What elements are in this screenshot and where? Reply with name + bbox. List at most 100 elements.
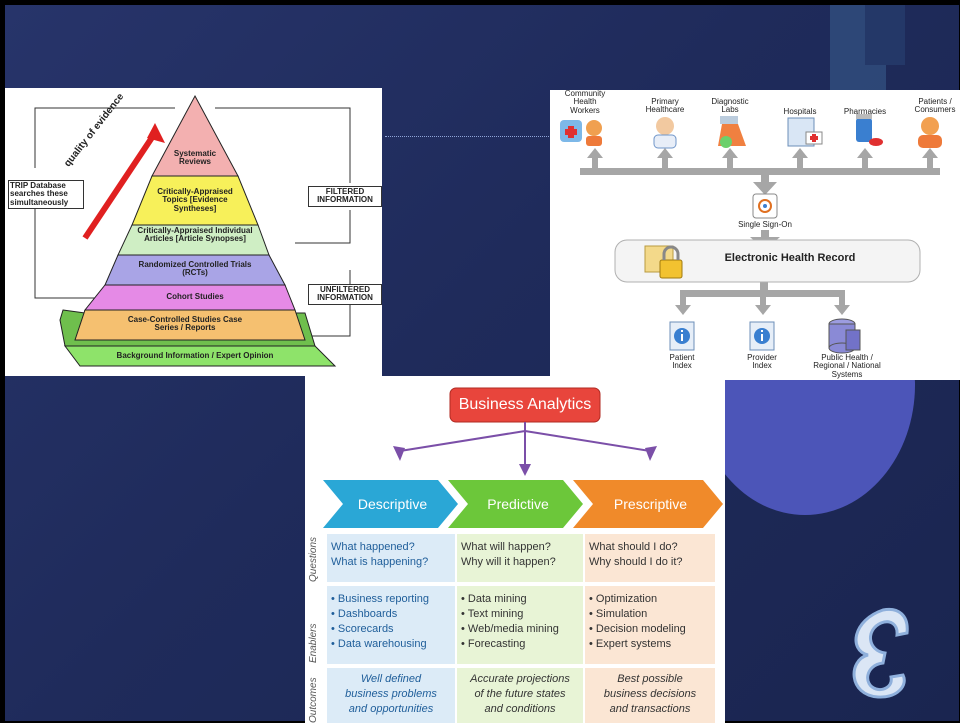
- index-label-provider: Provider Index: [747, 353, 777, 371]
- prescriptive-chevron: [573, 480, 723, 528]
- branch-line-prescriptive: [524, 430, 651, 452]
- branch-line-descriptive: [399, 422, 526, 452]
- bracket-right-mid: [295, 210, 351, 244]
- actor-label-primary: Primary Healthcare: [645, 97, 685, 115]
- level-label-6: Case-Controlled Studies Case Series / Re…: [127, 315, 243, 333]
- type-predictive: Predictive: [487, 496, 549, 512]
- questions-descriptive: What happened? What is happening?: [331, 540, 455, 570]
- enabler-item: Simulation: [595, 607, 648, 620]
- index-label-patient: Patient Index: [669, 353, 695, 371]
- bracket-left-bottom: [34, 193, 105, 299]
- ehr-title: Electronic Health Record: [724, 252, 856, 264]
- enabler-item: Forecasting: [467, 637, 526, 650]
- trip-database-note: TRIP Database searches these simultaneou…: [8, 180, 84, 210]
- outcome-text: Best possible: [617, 673, 683, 685]
- ehr-box: [614, 239, 921, 283]
- type-prescriptive: Prescriptive: [613, 496, 688, 512]
- actor-up-arrows: [587, 148, 938, 168]
- index-label-public-health: Public Health / Regional / National Syst…: [813, 353, 881, 379]
- outcome-text: business decisions: [603, 687, 697, 700]
- primary-healthcare-icon: [653, 117, 677, 149]
- enabler-item: Data mining: [467, 593, 527, 605]
- bracket-right-top: [215, 107, 351, 183]
- enabler-item: Expert systems: [595, 637, 672, 650]
- question-text: What is happening?: [331, 555, 429, 568]
- outcome-text: and opportunities: [348, 702, 434, 715]
- actor-label-patients: Patients / Consumers: [914, 97, 956, 115]
- ehr-connectors: [560, 114, 942, 354]
- question-text: What will happen?: [461, 541, 551, 553]
- patient-index-icon: [669, 321, 695, 351]
- diagnostic-labs-icon: [718, 116, 746, 148]
- ba-title: Business Analytics: [458, 396, 592, 413]
- decorative-bar-dark: [865, 5, 905, 65]
- actor-label-pharmacies: Pharmacies: [843, 107, 887, 116]
- enablers-descriptive: • Business reporting • Dashboards • Scor…: [331, 593, 430, 650]
- actor-label-hospitals: Hospitals: [783, 107, 817, 116]
- outcomes-descriptive: Well defined business problems and oppor…: [327, 672, 455, 717]
- business-analytics-panel: Business Analytics Descriptive Predictiv…: [305, 376, 725, 723]
- outcome-text: Accurate projections: [470, 673, 570, 685]
- question-text: What should I do?: [589, 541, 678, 553]
- level-label-3: Critically-Appraised Individual Articles…: [137, 226, 253, 244]
- evidence-pyramid-panel: Systematic Reviews Critically-Appraised …: [5, 88, 382, 376]
- sso-label: Single Sign-On: [738, 220, 792, 229]
- evidence-pyramid: [34, 94, 351, 367]
- enabler-item: Optimization: [595, 593, 658, 605]
- outcome-text: Well defined: [360, 673, 422, 685]
- index-down-arrows: [675, 297, 850, 315]
- question-text: Why should I do it?: [589, 555, 683, 568]
- lock-folder-icon: [644, 245, 683, 279]
- ba-diagram: [323, 387, 723, 723]
- public-health-database-icon: [828, 318, 861, 354]
- questions-predictive: What will happen? Why will it happen?: [461, 540, 583, 570]
- ehr-diagram-panel: Community Health Workers Primary Healthc…: [550, 90, 960, 380]
- question-text: What happened?: [331, 541, 415, 553]
- row-label-questions: Questions: [308, 536, 319, 582]
- enabler-item: Data warehousing: [337, 637, 427, 650]
- brand-logo: [852, 607, 909, 699]
- outcome-text: and transactions: [609, 702, 691, 715]
- provider-index-icon: [749, 321, 775, 351]
- enabler-item: Web/media mining: [467, 622, 559, 635]
- single-sign-on-icon: [752, 193, 778, 219]
- question-text: Why will it happen?: [461, 555, 556, 568]
- outcomes-predictive: Accurate projections of the future state…: [457, 672, 583, 717]
- decorative-dotted-line: [385, 136, 555, 137]
- predictive-chevron: [448, 480, 583, 528]
- quality-arrow-shaft: [82, 131, 158, 240]
- enabler-item: Text mining: [467, 607, 524, 620]
- enabler-item: Business reporting: [337, 593, 430, 605]
- enabler-item: Dashboards: [337, 607, 398, 620]
- actor-label-labs: Diagnostic Labs: [711, 97, 749, 115]
- level-label-1: Systematic Reviews: [173, 149, 217, 167]
- filtered-information-label: FILTERED INFORMATION: [308, 186, 382, 207]
- bracket-left-top: [34, 107, 175, 168]
- hospitals-icon: [787, 117, 823, 147]
- patients-consumers-icon: [918, 117, 942, 148]
- top-connector-bar: [580, 168, 940, 175]
- outcome-text: business problems: [345, 687, 437, 700]
- questions-prescriptive: What should I do? Why should I do it?: [589, 540, 715, 570]
- type-descriptive: Descriptive: [357, 496, 428, 512]
- outcome-text: and conditions: [484, 702, 556, 715]
- quality-arrow-head: [147, 123, 165, 143]
- descriptive-chevron: [323, 480, 458, 528]
- community-health-workers-icon: [560, 120, 602, 146]
- enablers-prescriptive: • Optimization • Simulation • Decision m…: [589, 593, 686, 650]
- actor-label-community: Community Health Workers: [564, 90, 606, 115]
- level-label-7: Background Information / Expert Opinion: [116, 351, 274, 360]
- pyramid-level-1: [151, 94, 239, 177]
- enabler-item: Decision modeling: [595, 622, 686, 635]
- level-label-4: Randomized Controlled Trials (RCTs): [138, 260, 252, 278]
- outcomes-prescriptive: Best possible business decisions and tra…: [585, 672, 715, 717]
- pharmacies-icon: [856, 114, 883, 146]
- enabler-item: Scorecards: [337, 622, 394, 635]
- outcome-text: of the future states: [474, 687, 566, 700]
- enablers-predictive: • Data mining • Text mining • Web/media …: [461, 593, 559, 650]
- row-label-enablers: Enablers: [308, 623, 319, 663]
- row-label-outcomes: Outcomes: [308, 677, 319, 723]
- level-label-2: Critically-Appraised Topics [Evidence Sy…: [157, 187, 233, 213]
- unfiltered-information-label: UNFILTERED INFORMATION: [308, 284, 382, 305]
- bottom-connector-bar: [680, 290, 845, 297]
